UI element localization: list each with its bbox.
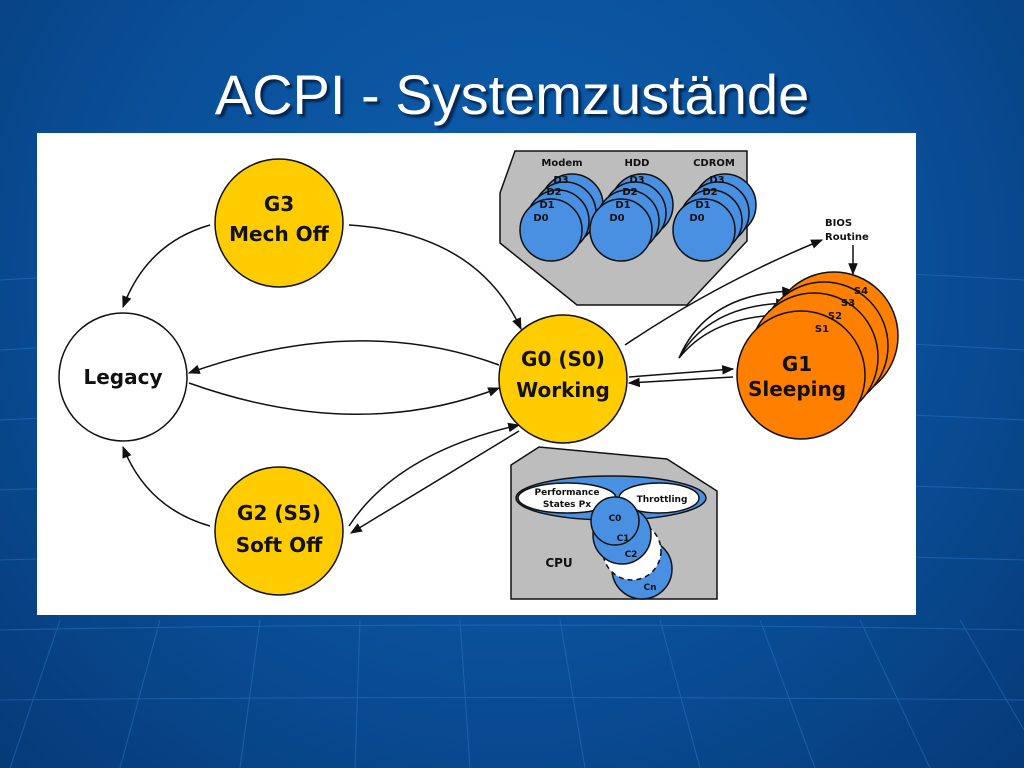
svg-text:D3: D3 <box>553 175 568 186</box>
svg-text:D0: D0 <box>609 213 624 224</box>
svg-text:D2: D2 <box>622 187 637 198</box>
svg-text:D2: D2 <box>546 187 561 198</box>
svg-text:D3: D3 <box>629 175 644 186</box>
svg-text:D1: D1 <box>539 200 554 211</box>
device-states-group: Modem D3 D2 D1 D0 HDD D3 D2 D1 D0 CDROM <box>499 150 757 306</box>
svg-text:D2: D2 <box>702 187 717 198</box>
svg-text:C1: C1 <box>617 534 630 544</box>
svg-text:Mech Off: Mech Off <box>229 222 330 246</box>
svg-text:C2: C2 <box>625 550 638 560</box>
svg-text:D1: D1 <box>695 200 710 211</box>
svg-text:D0: D0 <box>533 213 548 224</box>
slide-title: ACPI - Systemzustände <box>214 63 810 126</box>
legacy-node: Legacy <box>58 312 188 442</box>
svg-text:Cn: Cn <box>643 583 656 593</box>
svg-text:Soft Off: Soft Off <box>236 533 323 557</box>
svg-text:D1: D1 <box>615 200 630 211</box>
transition-arrows <box>122 224 858 534</box>
g0-working-node: G0 (S0) Working <box>498 314 628 444</box>
cdrom-device: CDROM D3 D2 D1 D0 <box>672 158 757 262</box>
svg-text:G0 (S0): G0 (S0) <box>521 347 605 371</box>
acpi-diagram-panel: Modem D3 D2 D1 D0 HDD D3 D2 D1 D0 CDROM <box>37 133 916 615</box>
svg-text:G3: G3 <box>264 192 294 216</box>
g1-sleeping-node: S4 S3 S2 S1 G1 Sleeping <box>736 271 899 440</box>
svg-text:Sleeping: Sleeping <box>748 377 846 401</box>
svg-text:Working: Working <box>516 378 610 402</box>
g2-soft-off-node: G2 (S5) Soft Off <box>214 466 344 596</box>
svg-text:G1: G1 <box>782 352 812 376</box>
modem-device: Modem D3 D2 D1 D0 <box>519 158 604 262</box>
svg-text:G2 (S5): G2 (S5) <box>237 501 321 525</box>
g3-mech-off-node: G3 Mech Off <box>214 158 344 288</box>
svg-text:C0: C0 <box>609 514 622 524</box>
svg-text:Modem: Modem <box>541 158 582 169</box>
throttling-label: Throttling <box>637 495 688 505</box>
svg-text:CDROM: CDROM <box>693 158 735 169</box>
bios-routine-label: BIOS Routine <box>825 218 869 243</box>
acpi-state-diagram: Modem D3 D2 D1 D0 HDD D3 D2 D1 D0 CDROM <box>58 150 899 600</box>
svg-text:Legacy: Legacy <box>83 365 162 389</box>
svg-text:HDD: HDD <box>625 158 650 169</box>
svg-text:Routine: Routine <box>825 232 869 243</box>
svg-text:BIOS: BIOS <box>825 218 852 229</box>
s2-label: S2 <box>828 311 842 322</box>
svg-text:D3: D3 <box>709 175 724 186</box>
s4-label: S4 <box>854 286 868 297</box>
hdd-device: HDD D3 D2 D1 D0 <box>589 158 674 262</box>
s1-label: S1 <box>815 324 829 335</box>
performance-states-label: Performance <box>535 488 600 498</box>
cpu-label: CPU <box>545 556 572 570</box>
svg-text:States Px: States Px <box>543 500 591 510</box>
svg-text:D0: D0 <box>689 213 704 224</box>
s3-label: S3 <box>841 298 855 309</box>
cpu-states-group: Performance States Px Throttling C0 C1 C… <box>510 446 718 600</box>
